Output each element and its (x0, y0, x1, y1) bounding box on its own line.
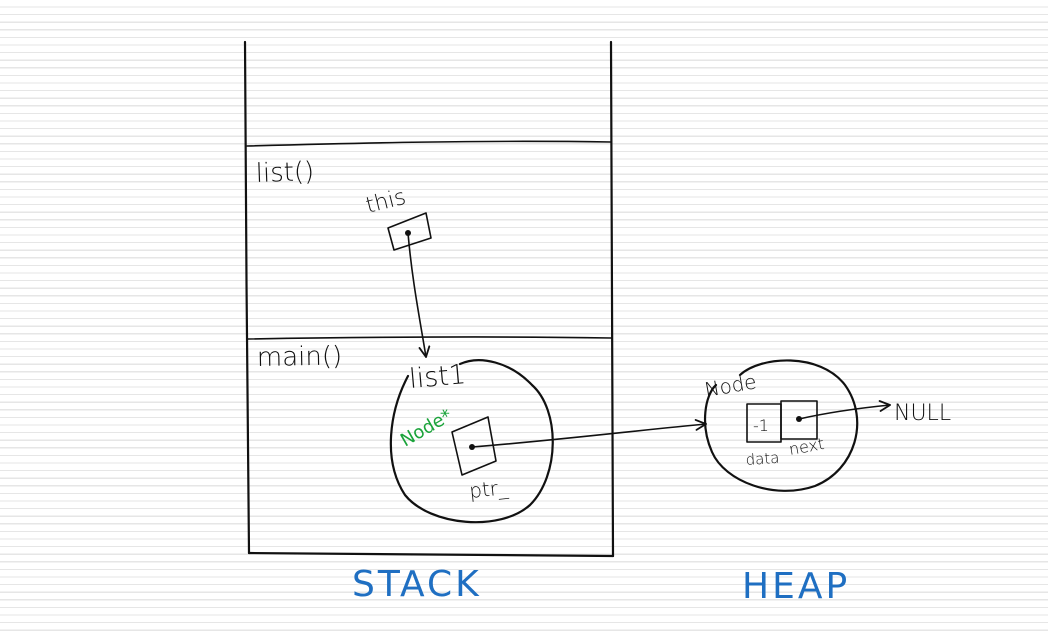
ptr-box (451, 416, 497, 476)
node-object-circle (704, 359, 859, 492)
frame-divider-main (247, 336, 612, 340)
frame-label-list: list() (255, 157, 314, 189)
node-title: Node (703, 369, 759, 402)
node-next-label: next (787, 434, 825, 459)
variable-label-this: this (363, 185, 408, 219)
arrow-next-to-null (798, 400, 891, 420)
list1-object-circle (389, 359, 554, 524)
frame-list: list() this (255, 157, 432, 251)
node-data-value: -1 (753, 416, 769, 435)
variable-label-list1: list1 (408, 359, 467, 395)
node-data-label: data (745, 449, 780, 469)
node-next-cell (780, 400, 818, 440)
heap-section-label: HEAP (742, 566, 850, 607)
stack-region (243, 40, 615, 558)
heap-region: Node -1 data next NULL (703, 359, 951, 492)
this-box (387, 212, 432, 251)
frame-label-main: main() (257, 342, 343, 373)
frame-divider-list (246, 140, 612, 147)
field-label-ptr: ptr_ (468, 475, 510, 503)
stack-section-label: STACK (352, 564, 482, 605)
stack-bottom (247, 551, 615, 558)
type-annotation-node-pointer: Node* (397, 405, 456, 451)
stack-left-wall (243, 40, 251, 555)
frame-main: main() list1 Node* ptr_ (257, 342, 554, 524)
null-label: NULL (894, 401, 951, 426)
arrow-this-to-list1 (407, 232, 431, 358)
arrow-ptr-to-node (471, 419, 707, 448)
stack-right-wall (609, 40, 615, 558)
